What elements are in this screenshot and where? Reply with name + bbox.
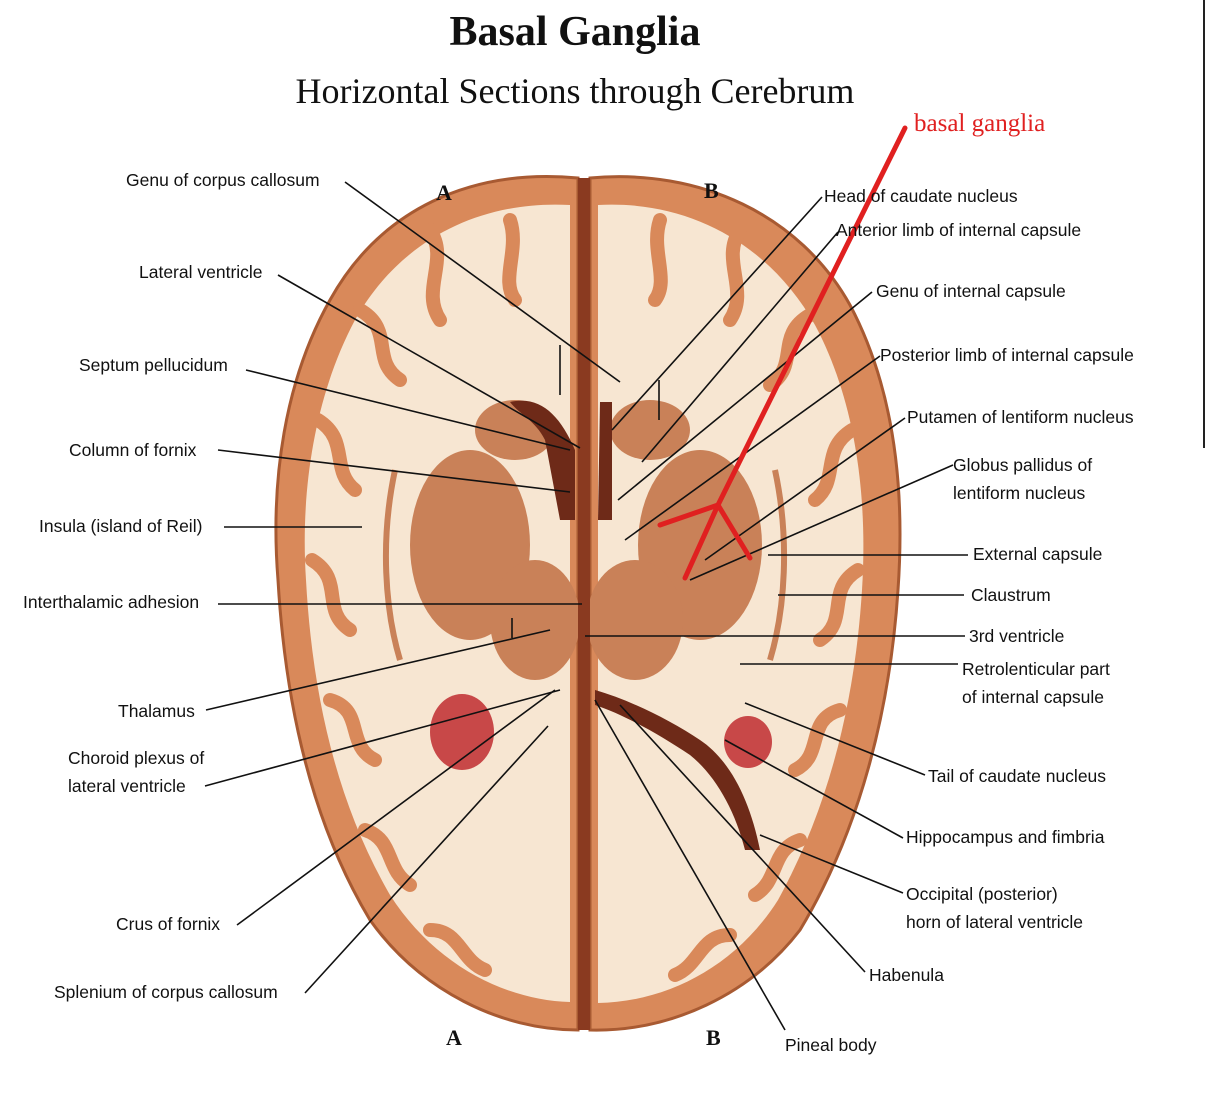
posterior-ventricle [595, 690, 760, 850]
label-pineal-body: Pineal body [785, 1035, 877, 1055]
basal-ganglia-highlight-lines [657, 125, 908, 581]
label-occipital-line-1: Occipital (posterior) [906, 884, 1058, 904]
label-posterior-limb: Posterior limb of internal capsule [880, 345, 1134, 365]
section-marker-b-top: B [704, 178, 719, 203]
frame-edge [1203, 0, 1205, 448]
label-genu-corpus-callosum: Genu of corpus callosum [126, 170, 320, 190]
label-retro-line-1: Retrolenticular part [962, 659, 1110, 679]
label-head-caudate: Head of caudate nucleus [824, 186, 1018, 206]
section-marker-a-top: A [436, 180, 452, 205]
label-hippocampus: Hippocampus and fimbria [906, 827, 1105, 847]
label-habenula: Habenula [869, 965, 944, 985]
label-occipital-line-2: horn of lateral ventricle [906, 912, 1084, 932]
label-putamen: Putamen of lentiform nucleus [907, 407, 1134, 427]
label-lateral-ventricle: Lateral ventricle [139, 262, 263, 282]
label-anterior-limb: Anterior limb of internal capsule [836, 220, 1082, 240]
label-choroid-line-1: Choroid plexus of [68, 748, 205, 768]
cortical-folds [305, 213, 865, 982]
right-choroid-plexus [724, 716, 772, 768]
right-claustrum [767, 469, 788, 661]
label-tail-caudate: Tail of caudate nucleus [928, 766, 1107, 786]
label-choroid-plexus: Choroid plexus of lateral ventricle [68, 744, 204, 800]
left-thalamus [490, 560, 580, 680]
section-marker-a-bottom: A [446, 1025, 462, 1050]
label-splenium: Splenium of corpus callosum [54, 982, 278, 1002]
label-occipital-horn: Occipital (posterior) horn of lateral ve… [906, 880, 1083, 936]
label-interthalamic-adhesion: Interthalamic adhesion [23, 592, 200, 612]
leader-lines [204, 181, 968, 1031]
label-external-capsule: External capsule [973, 544, 1103, 564]
label-column-fornix: Column of fornix [69, 440, 197, 460]
diagram-title: Basal Ganglia [449, 9, 701, 55]
label-retrolenticular: Retrolenticular part of internal capsule [962, 655, 1110, 711]
label-thalamus: Thalamus [118, 701, 195, 721]
label-genu-internal-capsule: Genu of internal capsule [876, 281, 1066, 301]
section-marker-b-bottom: B [706, 1025, 721, 1050]
label-globus-pallidus: Globus pallidus of lentiform nucleus [953, 451, 1092, 507]
label-globus-line-2: lentiform nucleus [953, 483, 1086, 503]
basal-ganglia-highlight-label: basal ganglia [914, 110, 1046, 137]
midline-fissure [578, 178, 590, 1030]
ventricles-right [598, 402, 612, 520]
label-third-ventricle: 3rd ventricle [969, 626, 1065, 646]
label-retro-line-2: of internal capsule [962, 687, 1105, 707]
label-globus-line-1: Globus pallidus of [953, 455, 1093, 475]
deep-structures [382, 178, 788, 1030]
label-septum-pellucidum: Septum pellucidum [79, 355, 228, 375]
label-claustrum: Claustrum [971, 585, 1051, 605]
label-insula: Insula (island of Reil) [39, 516, 203, 536]
label-choroid-line-2: lateral ventricle [68, 776, 186, 796]
label-crus-fornix: Crus of fornix [116, 914, 221, 934]
diagram-subtitle: Horizontal Sections through Cerebrum [295, 71, 855, 111]
left-claustrum [382, 469, 403, 661]
right-caudate-head [610, 400, 690, 460]
right-thalamus [587, 560, 683, 680]
